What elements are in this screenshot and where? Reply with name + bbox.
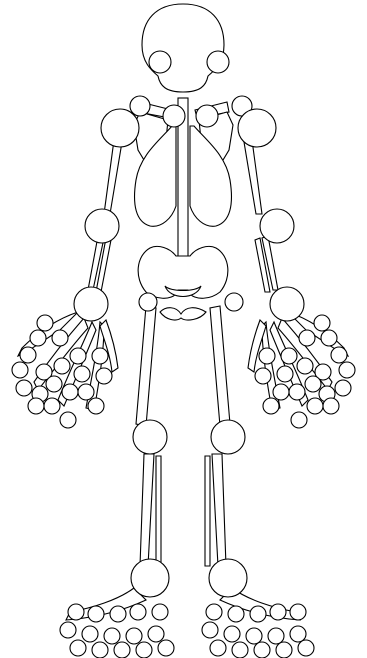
left-tibia	[140, 454, 154, 566]
left-foot-joint-1[interactable]	[68, 604, 84, 620]
skull	[142, 4, 224, 92]
left-hand-joint-9[interactable]	[16, 380, 32, 396]
right-hand-joint-11[interactable]	[305, 376, 321, 392]
pubis	[160, 308, 206, 320]
right-foot-joint-9[interactable]	[268, 628, 284, 644]
left-hand-joint-5[interactable]	[70, 348, 86, 364]
right-hand-joint-15[interactable]	[273, 384, 289, 400]
left-ankle-joint[interactable]	[131, 559, 169, 597]
right-hand-joint-13[interactable]	[323, 398, 339, 414]
left-foot-joint-11[interactable]	[70, 640, 86, 656]
left-foot-joint-9[interactable]	[126, 628, 142, 644]
right-foot-joint-8[interactable]	[246, 628, 262, 644]
right-foot-joint-4[interactable]	[270, 604, 286, 620]
right-hand-joint-1[interactable]	[314, 315, 330, 331]
left-hand-joint-3[interactable]	[52, 330, 68, 346]
right-hand-joint-2[interactable]	[321, 330, 337, 346]
right-foot-joint-13[interactable]	[254, 642, 270, 658]
left-foot-joint-14[interactable]	[136, 642, 152, 658]
left-hand-joint-19[interactable]	[60, 412, 76, 428]
left-hand-joint-2[interactable]	[30, 330, 46, 346]
right-knee-joint[interactable]	[211, 420, 245, 454]
right-foot-joint-14[interactable]	[276, 642, 292, 658]
left-hand-joint-13[interactable]	[28, 398, 44, 414]
left-knee-joint[interactable]	[133, 420, 167, 454]
right-ankle-joint[interactable]	[209, 559, 247, 597]
right-foot-joint-12[interactable]	[232, 642, 248, 658]
left-hand-joint-6[interactable]	[12, 362, 28, 378]
right-hand-joint-6[interactable]	[339, 362, 355, 378]
left-foot-joint-6[interactable]	[60, 622, 76, 638]
left-hip-joint[interactable]	[139, 293, 157, 311]
right-foot-joint-10[interactable]	[290, 626, 306, 642]
right-hand-joint-9[interactable]	[335, 380, 351, 396]
left-foot-joint-13[interactable]	[114, 642, 130, 658]
right-foot-joint-1[interactable]	[206, 604, 222, 620]
left-hand-joint-18[interactable]	[88, 398, 104, 414]
left-hand-joint-4[interactable]	[20, 347, 36, 363]
left-hand-joint-14[interactable]	[62, 384, 78, 400]
right-foot-joint-7[interactable]	[224, 626, 240, 642]
left-hand-joint-17[interactable]	[96, 368, 112, 384]
left-fibula	[156, 456, 161, 566]
left-wrist-joint[interactable]	[74, 287, 108, 321]
left-humerus	[104, 140, 122, 214]
right-foot-joint-15[interactable]	[298, 640, 314, 656]
left-foot-joint-2[interactable]	[88, 606, 104, 622]
right-hand-joint-14[interactable]	[289, 384, 305, 400]
right-foot-joint-2[interactable]	[228, 606, 244, 622]
left-foot-joint-8[interactable]	[104, 628, 120, 644]
left-hand-joint-8[interactable]	[54, 358, 70, 374]
left-elbow-joint[interactable]	[85, 209, 119, 243]
left-sternoclavicular-joint[interactable]	[163, 105, 185, 127]
left-femur	[136, 306, 156, 426]
right-hand-joint-12[interactable]	[277, 366, 293, 382]
right-hip-joint[interactable]	[225, 293, 243, 311]
left-hand-joint-1[interactable]	[37, 315, 53, 331]
right-wrist-joint[interactable]	[270, 287, 304, 321]
right-hand-joint-19[interactable]	[291, 412, 307, 428]
right-tibia	[212, 454, 226, 566]
left-foot-joint-12[interactable]	[92, 642, 108, 658]
right-foot-joint-3[interactable]	[250, 606, 266, 622]
right-hand-joint-16[interactable]	[259, 348, 275, 364]
right-elbow-joint[interactable]	[260, 209, 294, 243]
right-foot-joint-5[interactable]	[290, 604, 306, 620]
left-foot-joint-10[interactable]	[148, 626, 164, 642]
left-acromioclavicular-joint[interactable]	[130, 96, 150, 116]
left-foot-joint-15[interactable]	[158, 640, 174, 656]
right-femur	[210, 306, 230, 426]
right-hand-joint-5[interactable]	[281, 348, 297, 364]
head-left-jaw-joint[interactable]	[149, 51, 171, 73]
right-hand-joint-4[interactable]	[331, 347, 347, 363]
right-humerus	[244, 140, 262, 214]
left-foot-joint-7[interactable]	[82, 626, 98, 642]
right-hand-joint-20[interactable]	[307, 398, 323, 414]
head-right-jaw-joint[interactable]	[207, 51, 229, 73]
right-hand-joint-3[interactable]	[299, 330, 315, 346]
right-shoulder-joint[interactable]	[238, 109, 276, 147]
right-hand-joint-8[interactable]	[297, 358, 313, 374]
left-hand-joint-11[interactable]	[46, 376, 62, 392]
left-foot-joint-5[interactable]	[152, 604, 168, 620]
right-hand-joint-18[interactable]	[263, 398, 279, 414]
right-fibula	[205, 456, 210, 566]
left-shoulder-joint[interactable]	[101, 109, 139, 147]
left-foot-joint-4[interactable]	[130, 604, 146, 620]
left-foot-joint-3[interactable]	[110, 606, 126, 622]
left-hand-joint-20[interactable]	[44, 398, 60, 414]
left-hand-joint-12[interactable]	[74, 366, 90, 382]
right-foot-joint-6[interactable]	[202, 622, 218, 638]
right-hand-joint-17[interactable]	[255, 368, 271, 384]
right-sternoclavicular-joint[interactable]	[196, 105, 218, 127]
right-foot-joint-11[interactable]	[210, 640, 226, 656]
left-hand-joint-15[interactable]	[78, 384, 94, 400]
left-hand-joint-16[interactable]	[92, 348, 108, 364]
